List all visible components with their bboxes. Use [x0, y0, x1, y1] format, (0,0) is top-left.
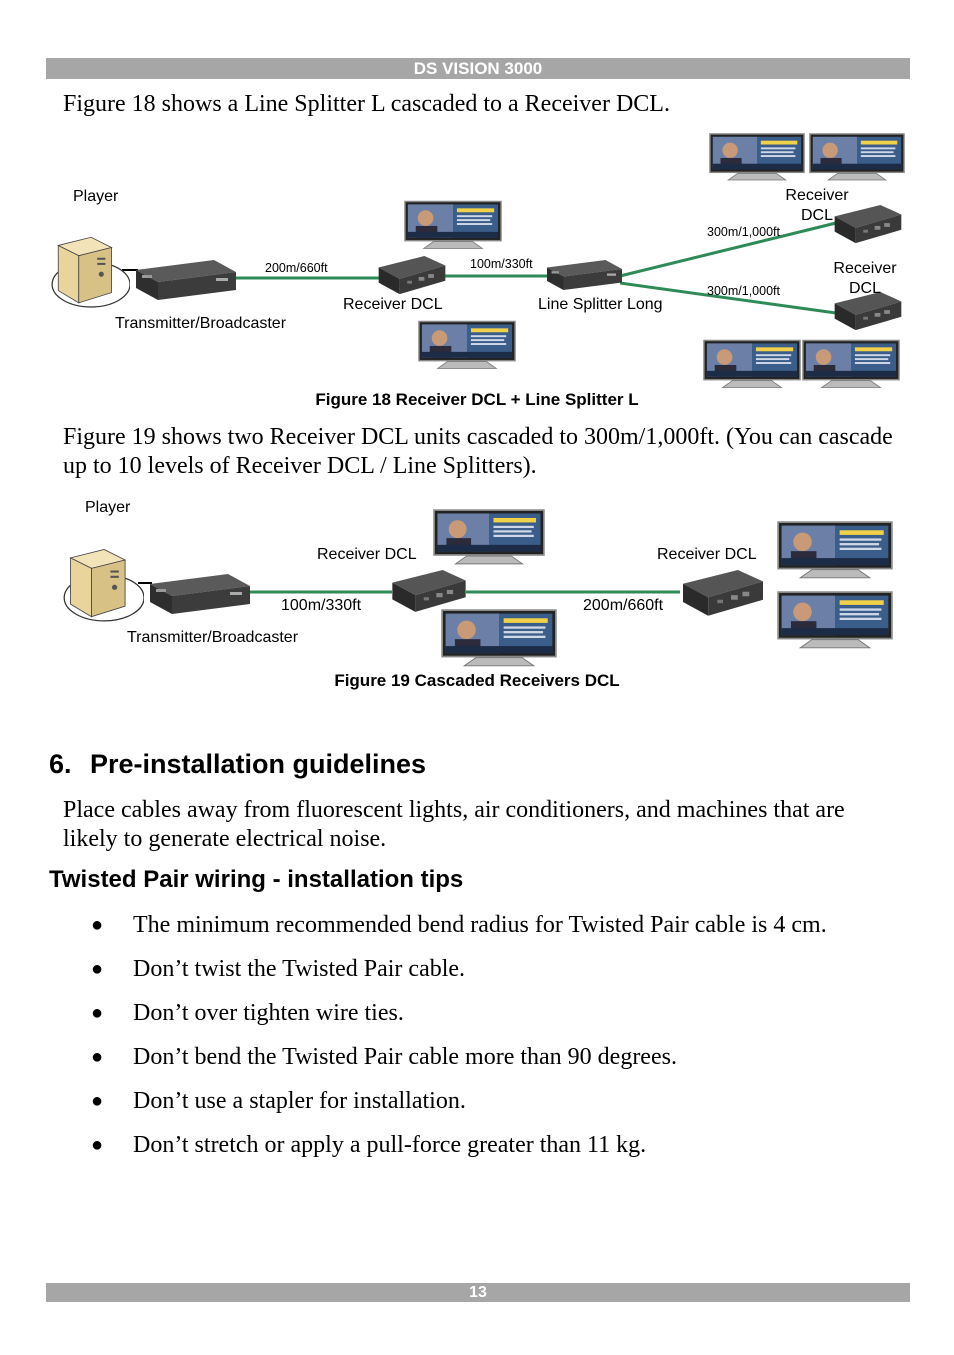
fig18-label-receiver-top-line2: DCL — [800, 207, 833, 224]
tip-text: Don’t stretch or apply a pull-force grea… — [133, 1132, 647, 1158]
fig18-caption: Figure 18 Receiver DCL + Line Splitter L — [315, 390, 639, 409]
list-item: ● Don’t stretch or apply a pull-force gre… — [0, 1128, 827, 1172]
tips-list: ● The minimum recommended bend radius for… — [0, 908, 827, 1172]
fig19-monitor-receiver2-top — [777, 521, 893, 579]
header-title: DS VISION 3000 — [413, 59, 543, 78]
tip-text: Don’t twist the Twisted Pair cable. — [133, 956, 466, 982]
list-item: ● Don’t over tighten wire ties. — [0, 996, 827, 1040]
fig19-label-player: Player — [85, 499, 131, 516]
list-item: ● Don’t bend the Twisted Pair cable more … — [0, 1040, 827, 1084]
fig18-label-splitter: Line Splitter Long — [538, 296, 663, 313]
fig19-monitor-receiver1-top — [433, 509, 545, 565]
fig19-receiver2-box — [683, 570, 763, 616]
bullet-icon: ● — [91, 914, 104, 936]
fig18-label-receiver-top-line1: Receiver — [785, 187, 849, 204]
footer-bar: 13 — [46, 1283, 910, 1302]
bullet-icon: ● — [91, 958, 104, 980]
bullet-icon: ● — [91, 1134, 104, 1156]
fig18-label-receiver-bottom: Receiver DCL — [832, 259, 898, 299]
bullet-icon: ● — [91, 1002, 104, 1024]
section-number: 6. — [49, 749, 72, 779]
section-paragraph: Place cables away from fluorescent light… — [63, 797, 845, 852]
section-title: Pre-installation guidelines — [90, 749, 427, 779]
tip-text: Don’t bend the Twisted Pair cable more t… — [133, 1044, 677, 1070]
fig19-intro: Figure 19 shows two Receiver DCL units c… — [63, 424, 893, 479]
figure-19-graphics — [63, 509, 893, 667]
fig18-cable2-label: 100m/330ft — [470, 257, 533, 271]
list-item: ● Don’t twist the Twisted Pair cable. — [0, 952, 827, 996]
fig18-cable1-label: 200m/660ft — [265, 261, 328, 275]
fig19-caption: Figure 19 Cascaded Receivers DCL — [334, 671, 620, 690]
figure-18-graphics — [51, 133, 905, 389]
section-heading: 6. Pre-installation guidelines — [49, 749, 426, 780]
fig18-label-receiver-bottom-line1: Receiver — [833, 260, 897, 277]
page-number: 13 — [469, 1284, 487, 1301]
fig18-cable3-label: 300m/1,000ft — [707, 225, 780, 239]
tip-text: Don’t use a stapler for installation. — [133, 1088, 466, 1114]
tip-text: Don’t over tighten wire ties. — [133, 1000, 404, 1026]
tip-text: The minimum recommended bend radius for … — [133, 912, 827, 938]
fig18-label-transmitter: Transmitter/Broadcaster — [115, 315, 287, 332]
fig18-cable-4 — [619, 281, 837, 315]
fig19-monitor-receiver1-bottom — [441, 609, 557, 667]
subsection-heading: Twisted Pair wiring - installation tips — [49, 866, 464, 893]
fig19-cable2-label: 200m/660ft — [583, 597, 664, 614]
fig18-cable4-label: 300m/1,000ft — [707, 284, 780, 298]
header-bar: DS VISION 3000 — [46, 58, 910, 79]
list-item: ● Don’t use a stapler for installation. — [0, 1084, 827, 1128]
fig18-cable-3 — [619, 221, 837, 278]
fig18-intro: Figure 18 shows a Line Splitter L cascad… — [63, 91, 670, 117]
fig19-label-receiver1: Receiver DCL — [317, 546, 417, 563]
fig19-transmitter — [150, 574, 250, 614]
fig19-monitor-receiver2-bottom — [777, 591, 893, 649]
fig19-label-transmitter: Transmitter/Broadcaster — [127, 629, 299, 646]
fig18-label-receiver: Receiver DCL — [343, 296, 443, 313]
list-item: ● The minimum recommended bend radius for… — [0, 908, 827, 952]
fig18-label-receiver-top: Receiver DCL — [784, 186, 850, 226]
bullet-icon: ● — [91, 1090, 104, 1112]
fig19-receiver1-box — [392, 570, 466, 612]
fig19-label-receiver2: Receiver DCL — [657, 546, 757, 563]
bullet-icon: ● — [91, 1046, 104, 1068]
fig19-player-pc — [63, 548, 144, 622]
fig18-label-receiver-bottom-line2: DCL — [848, 280, 881, 297]
fig19-cable1-label: 100m/330ft — [281, 597, 362, 614]
fig18-label-player: Player — [73, 188, 119, 205]
